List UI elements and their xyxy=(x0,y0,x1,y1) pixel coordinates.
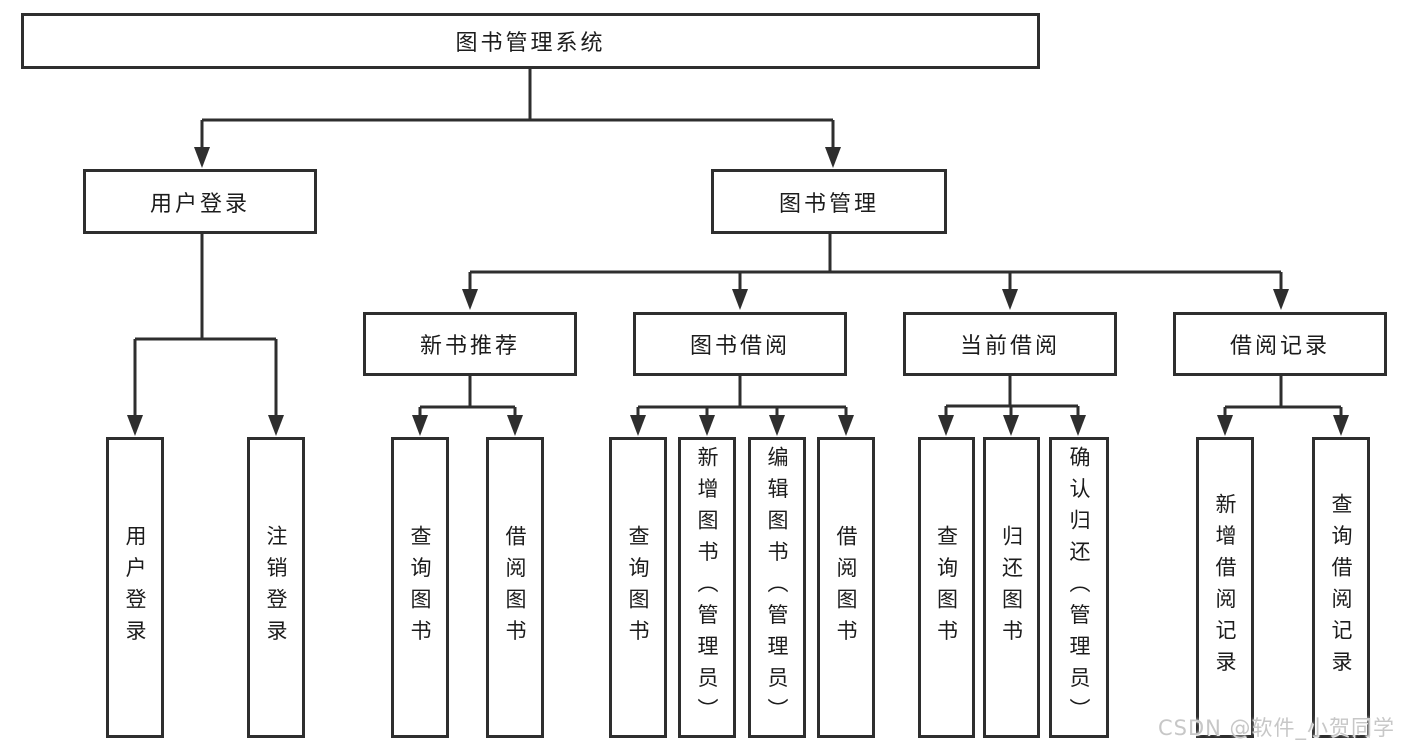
node-label: 借阅图书 xyxy=(503,524,528,651)
node-user-login: 用户登录 xyxy=(83,169,317,234)
leaf-query-borrow-record: 查询借阅记录 xyxy=(1312,437,1370,738)
node-label: 新增借阅记录 xyxy=(1213,493,1238,682)
leaf-user-login: 用户登录 xyxy=(106,437,164,738)
node-label: 归还图书 xyxy=(999,524,1024,651)
node-book-management: 图书管理 xyxy=(711,169,947,234)
connector-borrow-record-branch xyxy=(1223,376,1343,418)
node-book-management-system: 图书管理系统 xyxy=(21,13,1040,69)
connector-new-book-branch xyxy=(418,376,517,418)
node-borrow-records: 借阅记录 xyxy=(1173,312,1387,376)
node-label: 查询借阅记录 xyxy=(1329,493,1354,682)
csdn-watermark: CSDN @软件_小贺同学 xyxy=(1158,716,1396,740)
node-label: 借阅记录 xyxy=(1229,334,1330,359)
leaf-query-books-current: 查询图书 xyxy=(918,437,975,738)
node-label: 用户登录 xyxy=(123,524,148,651)
node-label: 图书借阅 xyxy=(689,334,790,359)
connector-user-login-branch xyxy=(133,234,278,418)
node-label: 新书推荐 xyxy=(419,334,520,359)
leaf-logout: 注销登录 xyxy=(247,437,305,738)
leaf-add-borrow-record: 新增借阅记录 xyxy=(1196,437,1254,738)
connector-book-borrow-branch xyxy=(636,376,848,418)
connector-book-management-branch xyxy=(468,234,1283,292)
connector-root-to-level2 xyxy=(200,69,835,150)
node-label: 图书管理系统 xyxy=(455,31,606,56)
node-label: 查询图书 xyxy=(408,524,433,651)
node-label: 查询图书 xyxy=(934,524,959,651)
node-new-book-recommend: 新书推荐 xyxy=(363,312,577,376)
node-current-borrow: 当前借阅 xyxy=(903,312,1117,376)
leaf-return-book: 归还图书 xyxy=(983,437,1040,738)
node-label: 借阅图书 xyxy=(834,524,859,651)
arrowheads xyxy=(127,147,1349,436)
node-label: 新增图书（管理员） xyxy=(695,445,720,730)
leaf-edit-book-admin: 编辑图书（管理员） xyxy=(748,437,806,738)
node-label: 查询图书 xyxy=(626,524,651,651)
leaf-borrow-books-recommend: 借阅图书 xyxy=(486,437,544,738)
node-label: 图书管理 xyxy=(778,191,879,217)
leaf-borrow-books: 借阅图书 xyxy=(817,437,875,738)
leaf-query-books-recommend: 查询图书 xyxy=(391,437,449,738)
node-label: 用户登录 xyxy=(149,191,250,217)
node-label: 确认归还（管理员） xyxy=(1067,445,1092,730)
node-label: 编辑图书（管理员） xyxy=(765,445,790,730)
connector-current-borrow-branch xyxy=(944,376,1080,418)
node-label: 当前借阅 xyxy=(959,334,1060,359)
leaf-confirm-return-admin: 确认归还（管理员） xyxy=(1049,437,1109,738)
node-label: 注销登录 xyxy=(264,524,289,651)
node-book-borrow: 图书借阅 xyxy=(633,312,847,376)
leaf-query-books-borrow: 查询图书 xyxy=(609,437,667,738)
leaf-add-book-admin: 新增图书（管理员） xyxy=(678,437,736,738)
